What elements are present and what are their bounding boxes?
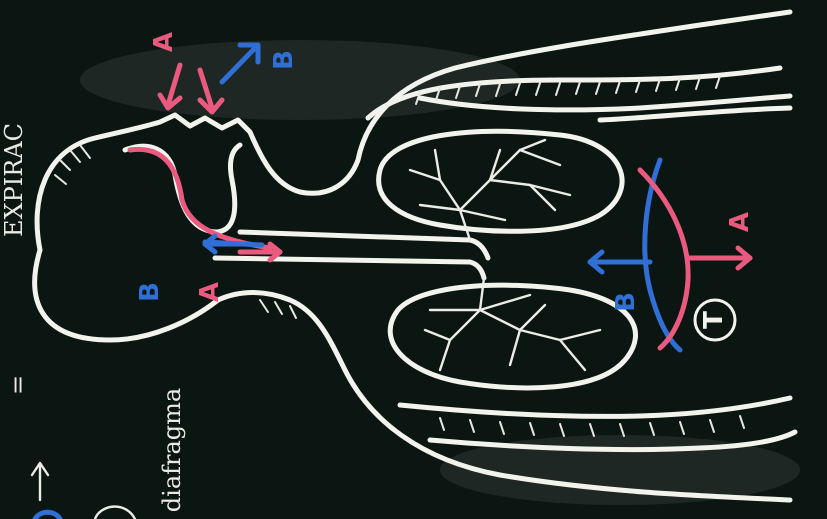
side-text-top: EXPIRAC	[0, 123, 28, 237]
label-b-top: B	[269, 50, 299, 70]
label-b-right: B	[611, 292, 641, 312]
circle-label: T	[699, 311, 729, 329]
label-a-top: A	[149, 32, 179, 52]
label-a-mid: A	[195, 282, 225, 302]
label-b-mid: B	[135, 282, 165, 302]
label-a-right: A	[725, 212, 755, 232]
side-text-bottom: diafragma	[158, 388, 186, 512]
side-text-equals: =	[4, 375, 32, 395]
